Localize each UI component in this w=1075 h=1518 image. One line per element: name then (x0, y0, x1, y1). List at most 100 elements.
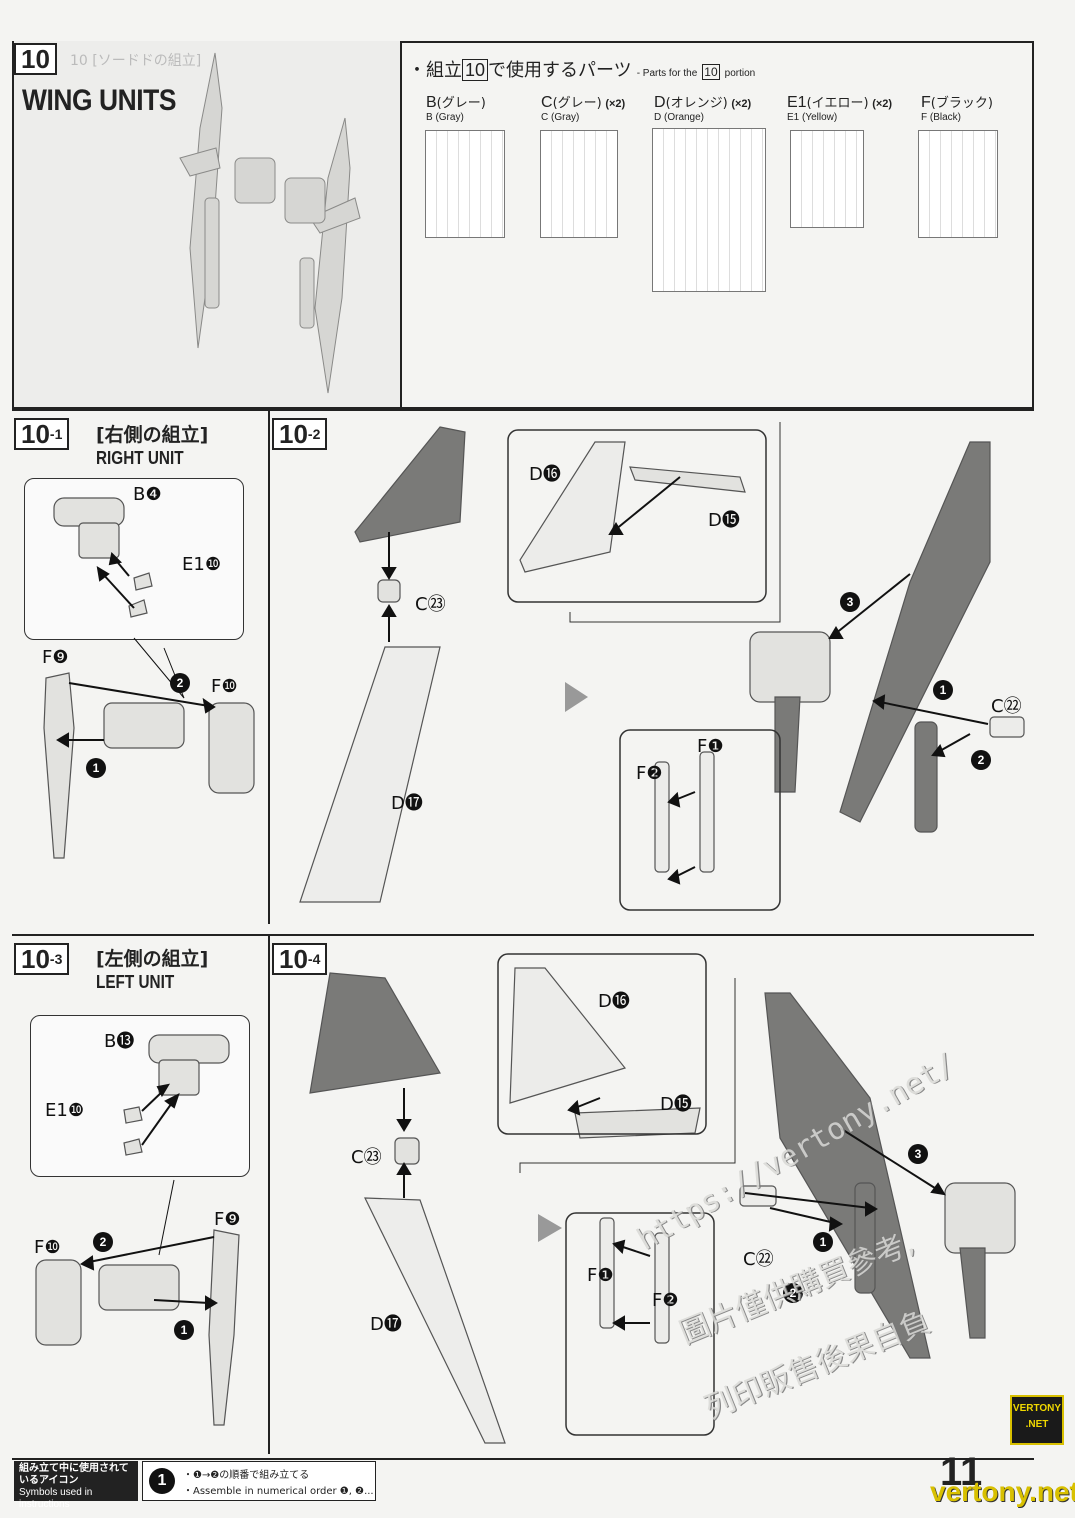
step-10-3-tag: 10-3 (14, 943, 70, 975)
symbols-heading-box: 組み立て中に使用されているアイコン Symbols used in instru… (14, 1461, 138, 1510)
runner-code: E1 (787, 94, 807, 111)
symbols-line1: ・❶→❷の順番で組み立てる (183, 1470, 310, 1481)
badge-line1: VERTONY (1012, 1403, 1062, 1414)
order-1-badge: 1 (933, 680, 953, 700)
faded-japanese-title: 10 [ソードドの組立] (70, 53, 202, 69)
divider-10-1 (268, 409, 270, 924)
runner-e1-label: E1(イエロー) (×2) E1 (Yellow) (787, 92, 892, 123)
step-10-3-en: LEFT UNIT (96, 972, 175, 992)
part-d17-label: D⓱ (370, 1314, 402, 1335)
parts-heading-prefix: ・組立 (408, 60, 462, 81)
part-f1-label: F❶ (587, 1265, 614, 1286)
step-10-1-jp: [右側の組立] (96, 424, 209, 446)
divider-10-3 (268, 934, 270, 1454)
part-d17-label: D⓱ (391, 793, 423, 814)
runner-code: C (541, 94, 553, 111)
part-d16-label: D⓰ (598, 991, 630, 1012)
wing-units-illustration (179, 52, 361, 394)
runner-code: B (426, 94, 437, 111)
step-10-1-drawing (43, 497, 255, 859)
symbols-heading-en: Symbols used in instructions (19, 1487, 93, 1510)
runner-color-jp: (グレー) (436, 96, 486, 111)
parts-heading-suffix: で使用するパーツ (488, 60, 632, 81)
runner-multiplier: (×2) (872, 98, 893, 110)
runner-color-en: D (Orange) (654, 112, 705, 123)
part-f10-label: F❿ (34, 1237, 61, 1258)
step-number: 10 (21, 944, 50, 974)
top-rule (12, 41, 1034, 43)
step-10-1-en: RIGHT UNIT (96, 448, 184, 468)
runner-color-jp: (グレー) (552, 96, 602, 111)
part-b4-label: B❹ (133, 484, 162, 505)
step-10-4-tag: 10-4 (272, 943, 328, 975)
parts-heading-en-suffix: portion (724, 68, 756, 79)
order-3-badge: 3 (840, 592, 860, 612)
section-title: WING UNITS (22, 84, 176, 117)
page-number: 11 (940, 1450, 983, 1494)
runner-color-jp: (イエロー) (806, 96, 869, 111)
mid-rule-2 (12, 934, 1034, 936)
part-f10-label: F❿ (211, 676, 238, 697)
symbols-heading-jp: 組み立て中に使用されているアイコン (19, 1463, 129, 1486)
vertony-badge: VERTONY .NET (1010, 1395, 1064, 1445)
runner-color-en: E1 (Yellow) (787, 112, 838, 123)
part-c22-label: C㉒ (991, 696, 1022, 717)
step-sub: -2 (307, 426, 321, 442)
part-f2-label: F❷ (652, 1290, 679, 1311)
part-f2-label: F❷ (636, 763, 663, 784)
part-f1-label: F❶ (697, 736, 724, 757)
mid-rule-1 (12, 409, 1034, 411)
step-sub: -3 (49, 951, 63, 967)
part-e1-label: E1❿ (182, 554, 221, 575)
runner-code: D (654, 94, 666, 111)
runner-b-diagram (425, 130, 505, 238)
runner-multiplier: (×2) (731, 98, 752, 110)
runner-f-label: F(ブラック) F (Black) (921, 92, 993, 123)
symbols-line2: ・Assemble in numerical order ❶, ❷... (183, 1486, 374, 1497)
runner-multiplier: (×2) (605, 98, 626, 110)
step-number: 10 (279, 944, 308, 974)
step-sub: -4 (307, 951, 321, 967)
parts-panel (398, 41, 1034, 409)
part-c23-label: C㉓ (415, 594, 446, 615)
runner-color-en: C (Gray) (541, 112, 580, 123)
order-3-badge: 3 (908, 1144, 928, 1164)
runner-e1-diagram (790, 130, 864, 228)
parts-heading-en-prefix: - Parts for the (636, 68, 698, 79)
step-10-1-tag: 10-1 (14, 418, 70, 450)
runner-code: F (921, 94, 931, 111)
bottom-rule (12, 1458, 1034, 1460)
order-2-badge: 2 (93, 1232, 113, 1252)
part-f9-label: F❾ (214, 1209, 241, 1230)
order-1-badge: 1 (86, 758, 106, 778)
assembly-order-icon: 1 (149, 1468, 175, 1494)
step-sub: -1 (49, 426, 63, 442)
step-number: 10 (21, 419, 50, 449)
step-number: 10 (279, 419, 308, 449)
runner-c-label: C(グレー) (×2) C (Gray) (541, 92, 625, 123)
part-d16-label: D⓰ (529, 464, 561, 485)
parts-heading-step: 10 (462, 59, 489, 81)
order-1-badge: 1 (813, 1232, 833, 1252)
watermark-bottom: vertony.net (930, 1476, 1075, 1507)
step-10-3-drawing (35, 1034, 240, 1426)
order-2-badge: 2 (170, 673, 190, 693)
part-b13-label: B⓭ (104, 1031, 135, 1052)
runner-c-diagram (540, 130, 618, 238)
badge-line2: .NET (1025, 1419, 1049, 1430)
order-2-badge: 2 (971, 750, 991, 770)
order-2-badge: 2 (783, 1283, 803, 1303)
step-10-4-drawing (309, 953, 1016, 1444)
step-10-2-tag: 10-2 (272, 418, 328, 450)
order-1-badge: 1 (174, 1320, 194, 1340)
runner-f-diagram (918, 130, 998, 238)
step-10-3-jp: [左側の組立] (96, 948, 209, 970)
runner-d-label: D(オレンジ) (×2) D (Orange) (654, 92, 751, 123)
runner-b-label: B(グレー) B (Gray) (426, 92, 486, 123)
part-f9-label: F❾ (42, 647, 69, 668)
runner-color-jp: (オレンジ) (665, 96, 728, 111)
part-d15-label: D⓯ (708, 510, 740, 531)
part-c23-label: C㉓ (351, 1147, 382, 1168)
section-number: 10 (14, 43, 57, 75)
